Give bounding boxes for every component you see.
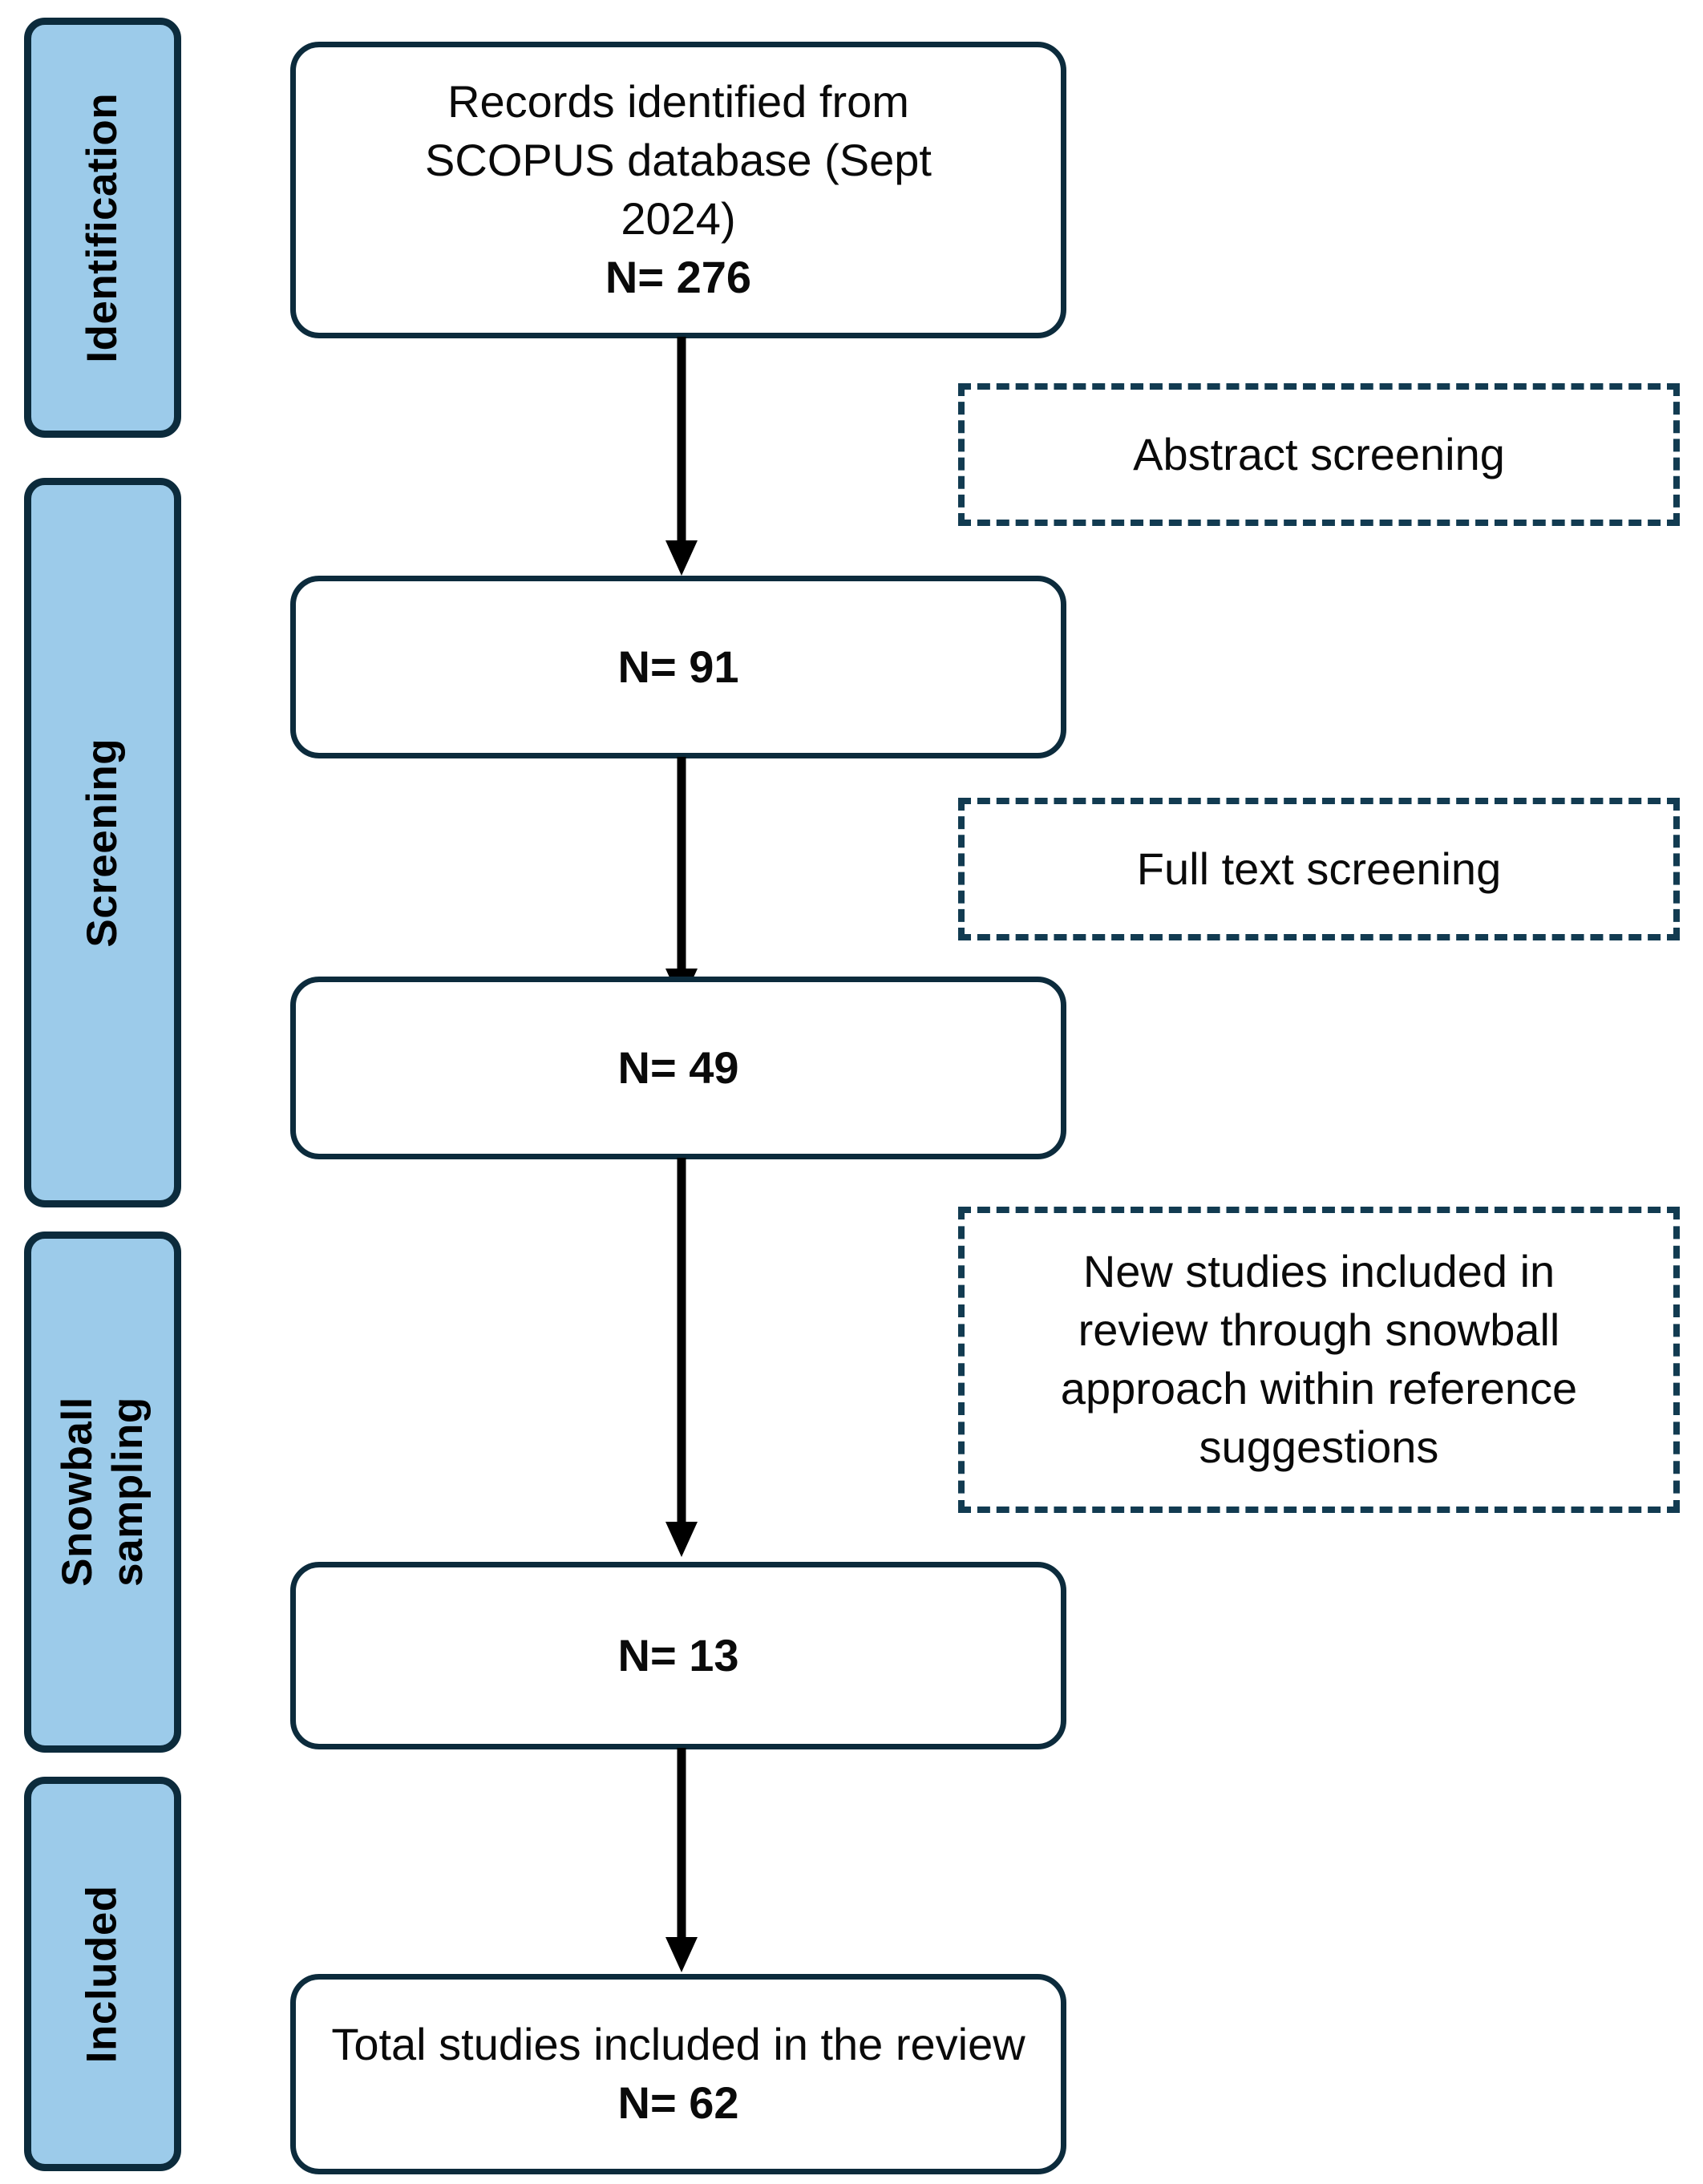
- flow-box-after-abstract-screening: N= 91: [290, 576, 1066, 758]
- flow-box-records-identified: Records identified from SCOPUS database …: [290, 42, 1066, 338]
- note-snowball-sampling: New studies included in review through s…: [958, 1207, 1680, 1513]
- records-line-1: Records identified from: [447, 76, 909, 127]
- note-abstract-screening: Abstract screening: [958, 383, 1680, 526]
- flow-box-total-included-text: Total studies included in the review N= …: [317, 2016, 1040, 2133]
- records-line-3: 2024): [621, 193, 736, 244]
- note-full-text-screening-text: Full text screening: [1136, 843, 1502, 894]
- note-abstract-screening-text: Abstract screening: [1133, 428, 1505, 479]
- stage-label-screening-text: Screening: [78, 738, 126, 948]
- arrow-screened-to-fulltext: [665, 757, 698, 1004]
- flow-box-records-identified-text: Records identified from SCOPUS database …: [425, 73, 932, 306]
- flow-box-after-snowball-sampling: N= 13: [290, 1562, 1066, 1749]
- stage-label-snowball-sampling: Snowball sampling: [24, 1232, 181, 1753]
- flow-box-after-abstract-screening-text: N= 91: [617, 641, 739, 692]
- arrow-fulltext-to-snowball: [665, 1158, 698, 1557]
- total-included-count: N= 62: [617, 2077, 739, 2128]
- note-full-text-screening: Full text screening: [958, 798, 1680, 940]
- note-snowball-sampling-text: New studies included in review through s…: [1060, 1246, 1578, 1472]
- flow-box-after-full-text-screening-text: N= 49: [617, 1041, 739, 1093]
- flow-box-after-snowball-sampling-text: N= 13: [617, 1629, 739, 1680]
- stage-label-included-text: Included: [78, 1885, 126, 2063]
- flow-box-total-included: Total studies included in the review N= …: [290, 1974, 1066, 2174]
- stage-label-identification: Identification: [24, 18, 181, 438]
- stage-label-identification-text: Identification: [78, 92, 126, 363]
- stage-label-snowball-sampling-text: Snowball sampling: [53, 1397, 151, 1587]
- records-line-2: SCOPUS database (Sept: [425, 135, 932, 186]
- stage-label-screening: Screening: [24, 478, 181, 1207]
- stage-label-included: Included: [24, 1777, 181, 2171]
- arrow-records-to-screened: [665, 337, 698, 576]
- flow-box-after-full-text-screening: N= 49: [290, 977, 1066, 1159]
- total-included-prefix: Total studies included in the review: [331, 2019, 1025, 2070]
- arrow-snowball-to-total: [665, 1748, 698, 1972]
- records-count: N= 276: [605, 251, 752, 302]
